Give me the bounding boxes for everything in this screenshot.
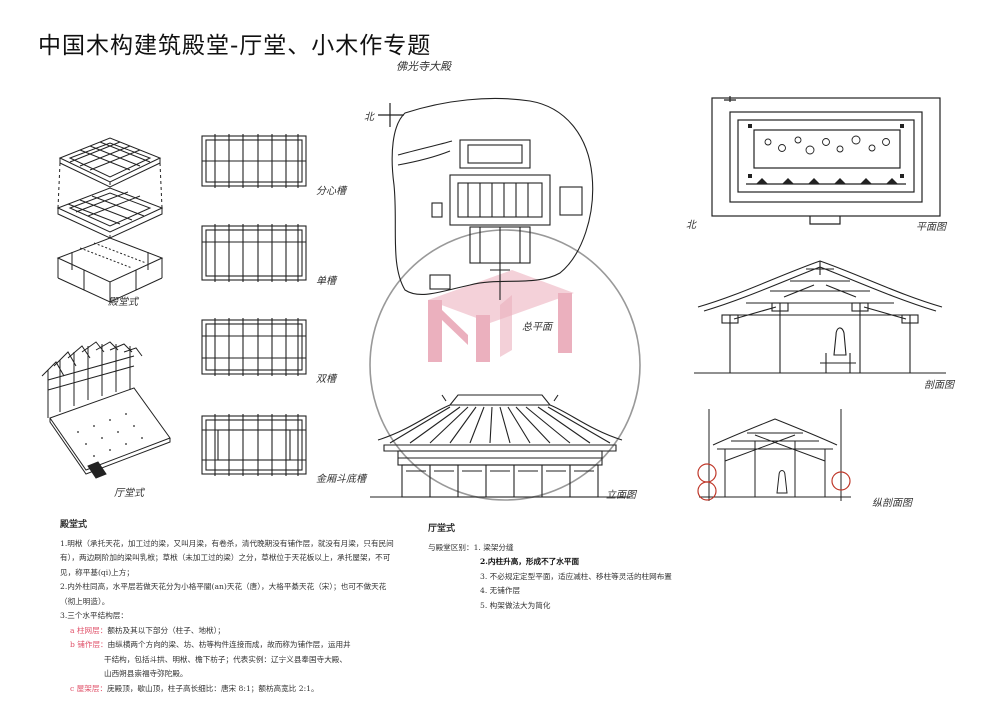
long-section-sketch [697,409,851,501]
right-notes-heading: 厅堂式 [428,524,456,534]
left-note-p3: 3.三个水平结构层： [60,611,128,620]
grid-1-label: 分心槽 [316,186,346,197]
right-notes: 厅堂式 与殿堂区别：1. 梁架分缝 2.内柱升高，形成不了水平面 3. 不必规定… [428,522,788,613]
right-item-3: 3. 不必规定定型平面，适应减柱、移柱等灵活的柱网布置 [480,571,672,581]
site-plan-label: 总平面 [522,322,552,333]
right-item-2: 2.内柱升高，形成不了水平面 [480,557,580,566]
c-label: c 屋架层： [70,683,108,693]
b-text-1: 由纵横两个方向的梁、坊、枋等构件连接而成，故而称为铺作层，运用井 [107,640,351,649]
temple-name: 佛光寺大殿 [396,60,451,73]
left-note-c: c 屋架层：庑殿顶，歇山顶，柱子高长细比：唐宋 8:1；额枋高宽比 2:1。 [60,682,400,697]
plan-grid-1 [201,134,307,188]
plan-grid-4 [201,414,307,476]
left-note-p1: 1.明栿（承托天花，加工过的梁，又叫月梁，有卷杀，清代晚期没有铺作层，就没有月梁… [60,538,394,577]
section-label: 剖面图 [924,380,954,391]
plan-grid-3 [201,318,307,376]
left-note-b: b 铺作层：由纵横两个方向的梁、坊、枋等构件连接而成，故而称为铺作层，运用井 [60,638,400,653]
exploded-label: 殿堂式 [108,297,138,308]
page-title: 中国木构建筑殿堂-厅堂、小木作专题 [38,33,432,59]
right-intro-text: 与殿堂区别： [428,542,474,552]
grid-2-label: 单槽 [316,276,336,287]
b-text-2: 干结构，包括斗拱、明栿、檐下枋子；代表实例：辽宁义县奉国寺大殿、 [104,654,347,664]
left-note-a: a 柱网层：额枋及其以下部分（柱子、地栿）； [60,624,400,639]
left-note-p2: 2.内外柱同高，水平层若做天花分为小格平闇(an)天花（唐），大格平綦天花（宋）… [60,582,387,606]
grid-3-label: 双槽 [316,374,336,385]
plan-grid-2 [201,224,307,282]
north-label-2: 北 [686,220,696,231]
roof-frame-sketch [41,341,171,479]
elevation-label: 立面图 [606,490,636,501]
center-composite-sketch [369,97,641,501]
north-label-1: 北 [364,112,374,123]
long-section-label: 纵剖面图 [872,498,912,509]
hall-type-label: 厅堂式 [114,488,144,499]
cross-section-sketch [694,260,946,374]
grid-4-label: 金厢斗底槽 [316,474,366,485]
right-item-1: 1. 梁架分缝 [473,542,514,552]
left-notes-heading: 殿堂式 [60,520,88,530]
floor-plan-label: 平面图 [916,222,946,233]
c-text: 庑殿顶，歇山顶，柱子高长细比：唐宋 8:1；额枋高宽比 2:1。 [107,683,319,693]
pink-logo [428,270,574,362]
right-item-5: 5. 构架做法大为简化 [480,600,551,610]
left-notes: 殿堂式 1.明栿（承托天花，加工过的梁，又叫月梁，有卷杀，清代晚期没有铺作层，就… [60,518,400,696]
right-notes-intro: 与殿堂区别：1. 梁架分缝 [428,541,788,556]
b-label: b 铺作层： [70,640,108,649]
a-text: 额枋及其以下部分（柱子、地栿）； [107,625,226,635]
a-label: a 柱网层： [70,625,108,635]
exploded-axonometric-sketch [56,137,164,303]
right-item-4: 4. 无铺作层 [480,586,521,595]
floor-plan-sketch [711,96,941,225]
b-text-3: 山西朔县崇福寺弥陀殿。 [104,669,188,678]
